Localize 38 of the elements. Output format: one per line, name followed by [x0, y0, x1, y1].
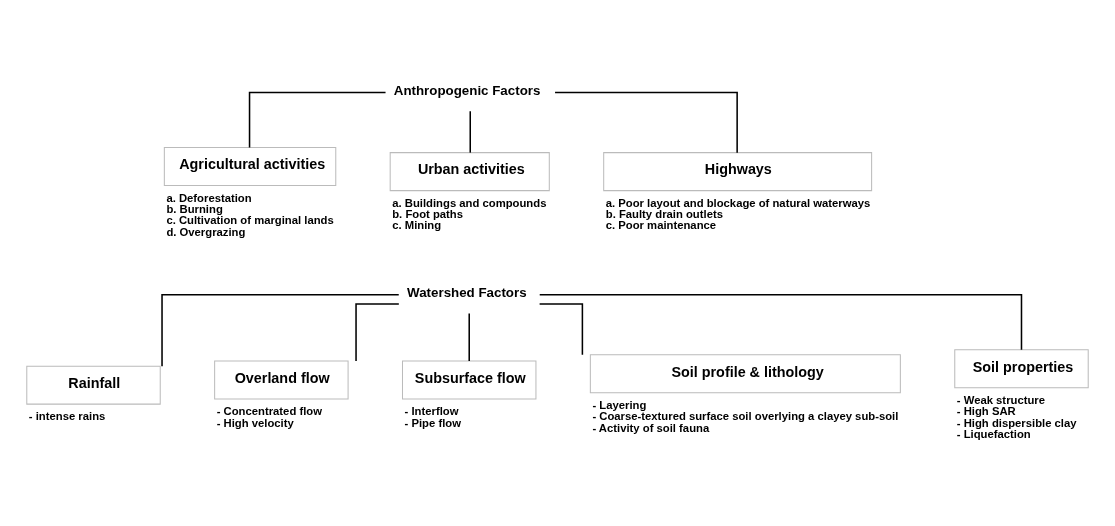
- node-label: - Liquefaction: [956, 427, 1031, 440]
- node-label: b. Faulty drain outlets: [605, 207, 723, 220]
- node-label: - Activity of soil fauna: [592, 421, 710, 434]
- connector: [355, 302, 400, 362]
- connector: [469, 110, 471, 153]
- node-label: - Layering: [592, 398, 647, 411]
- connector: [538, 293, 1023, 350]
- connector: [161, 293, 400, 367]
- node-box: Urban activities: [389, 151, 550, 191]
- node-label: - Concentrated flow: [216, 404, 322, 417]
- node-label: a. Deforestation: [166, 191, 252, 204]
- node-label: d. Overgrazing: [166, 225, 246, 238]
- node-label: - High velocity: [216, 416, 294, 429]
- node-box: Rainfall: [26, 365, 161, 405]
- node-text: Anthropogenic Factors: [393, 82, 541, 98]
- node-label: a. Buildings and compounds: [392, 196, 547, 209]
- connector: [248, 91, 387, 148]
- connector: [554, 91, 738, 153]
- connector: [468, 312, 470, 362]
- node-label: - Coarse-textured surface soil overlying a clayey sub-soil: [592, 409, 899, 422]
- node-label: a. Poor layout and blockage of natural waterways: [605, 196, 871, 209]
- node-label: - Weak structure: [956, 393, 1046, 406]
- node-box: Overland flow: [214, 360, 349, 399]
- node-box: Soil properties: [954, 348, 1089, 388]
- node-label: - Pipe flow: [404, 416, 461, 429]
- node-label: - intense rains: [28, 409, 106, 422]
- node-box: Highways: [603, 151, 873, 191]
- node-label: c. Cultivation of marginal lands: [166, 213, 334, 226]
- connector: [538, 302, 584, 356]
- node-label: b. Foot paths: [392, 207, 464, 220]
- node-box: Soil profile & lithology: [589, 353, 901, 393]
- node-label: b. Burning: [166, 202, 223, 215]
- node-label: - Interflow: [404, 404, 459, 417]
- node-label: - High dispersible clay: [956, 416, 1077, 429]
- node-box: Subsurface flow: [401, 360, 537, 399]
- node-box: Agricultural activities: [163, 146, 337, 186]
- node-label: - High SAR: [956, 404, 1016, 417]
- node-text: Watershed Factors: [407, 284, 527, 300]
